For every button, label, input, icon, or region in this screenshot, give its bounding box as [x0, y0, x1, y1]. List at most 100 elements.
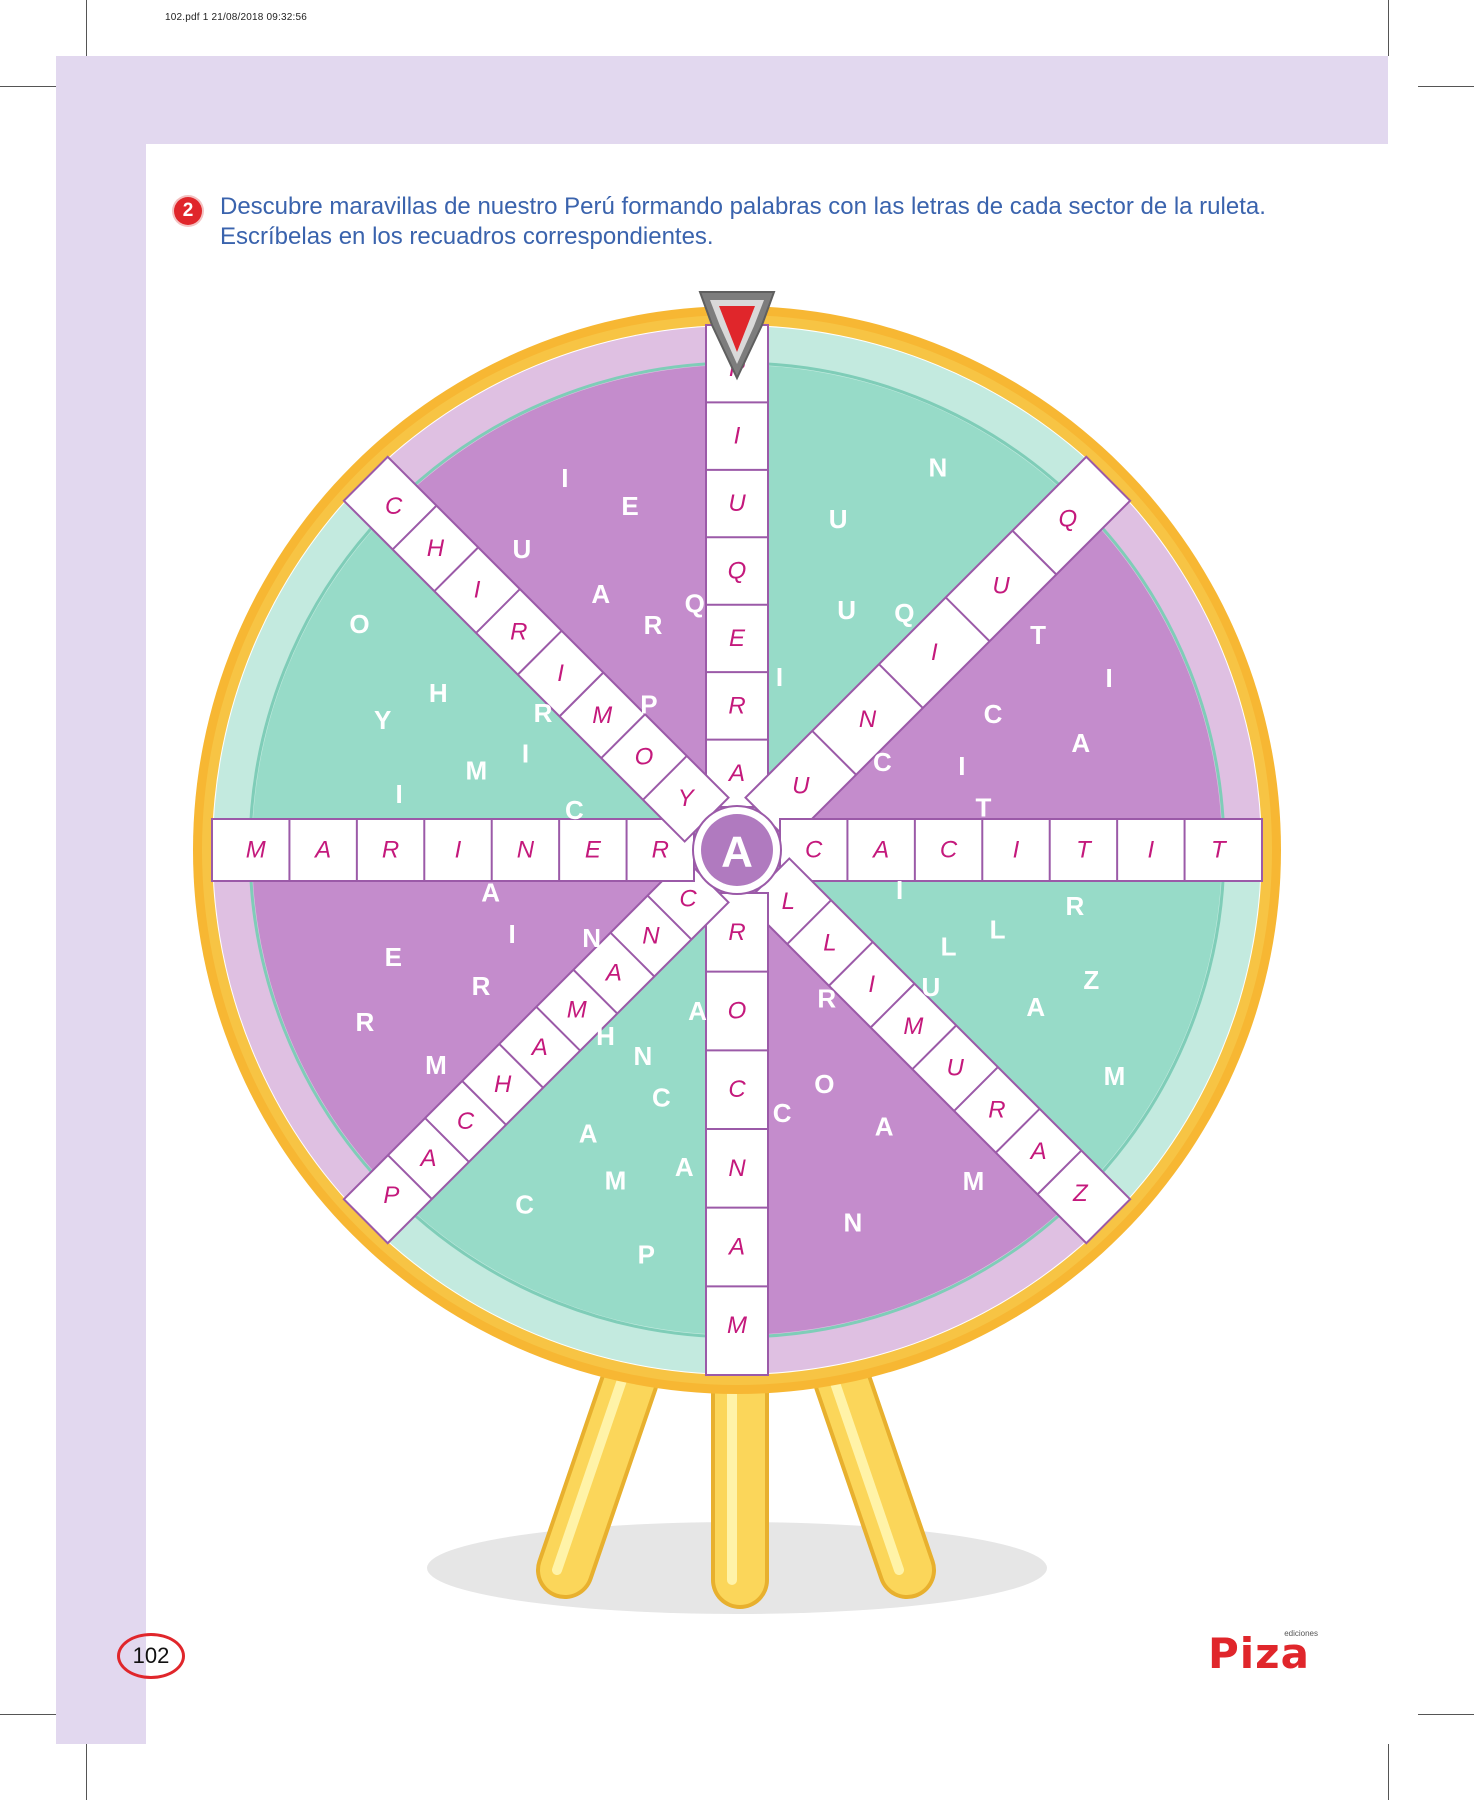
- spoke-divider: [811, 730, 857, 776]
- sector-letter: N: [929, 453, 948, 483]
- spoke-letter: P: [383, 1182, 399, 1209]
- sector-letter: O: [814, 1069, 834, 1099]
- spoke-divider: [1036, 1149, 1083, 1196]
- sector-letter: Q: [685, 589, 705, 619]
- spoke-letter: I: [1148, 837, 1155, 864]
- sector-letter: I: [896, 875, 903, 905]
- stand-leg-highlight: [829, 1375, 904, 1575]
- spoke-divider: [498, 1043, 544, 1089]
- spoke-letter: E: [729, 625, 746, 652]
- spoke-divider: [433, 546, 479, 592]
- spoke-letter: R: [510, 618, 527, 645]
- spoke-divider: [391, 504, 438, 551]
- spoke-letter: U: [946, 1055, 964, 1082]
- spoke-letter: H: [427, 535, 445, 562]
- spoke-divider: [517, 630, 563, 676]
- spokes: AREQUIPUNIUQCACITITLLIMURAZROCNAMCNAMAHC…: [211, 324, 1263, 1376]
- spoke-letter: A: [727, 760, 745, 787]
- spoke-letter: A: [871, 837, 889, 864]
- hub: [701, 814, 773, 886]
- spoke-letter: M: [903, 1013, 923, 1040]
- sector-letter: A: [675, 1152, 694, 1182]
- sector-letter: T: [975, 793, 991, 823]
- sector-letter: U: [829, 504, 848, 534]
- exercise-text: Descubre maravillas de nuestro Perú form…: [220, 193, 1266, 250]
- sector-letter: Y: [374, 705, 391, 735]
- sector-letter: A: [1026, 992, 1045, 1022]
- sector-letter: N: [634, 1041, 653, 1071]
- sector-letter: C: [873, 747, 892, 777]
- spoke-letter: U: [992, 572, 1010, 599]
- spoke-letter: I: [734, 423, 741, 450]
- sector-letter: C: [984, 699, 1003, 729]
- spoke-letter: C: [728, 1076, 746, 1103]
- wheel-stand: [536, 1351, 936, 1609]
- spoke-letter: C: [679, 885, 697, 912]
- pointer-arrow: [719, 306, 755, 352]
- spoke-divider: [646, 894, 693, 941]
- spoke-letter: T: [1076, 837, 1093, 864]
- spoke-letter: R: [988, 1096, 1005, 1123]
- spoke-letter: E: [585, 837, 602, 864]
- exercise-number: 2: [174, 197, 202, 225]
- sector-letter: A: [579, 1118, 598, 1148]
- spoke-letter: O: [635, 744, 654, 771]
- sector-letter: R: [1065, 891, 1084, 921]
- logo-subtitle: ediciones: [1284, 1629, 1318, 1638]
- spoke-divider: [609, 931, 656, 978]
- spoke-letter: I: [455, 837, 462, 864]
- spoke-letter: Y: [678, 785, 696, 812]
- print-header: 102.pdf 1 21/08/2018 09:32:56: [165, 12, 308, 23]
- spoke-letter: A: [1029, 1138, 1047, 1165]
- logo-wordmark: Piza: [1208, 1629, 1310, 1678]
- sector-letter: L: [941, 932, 957, 962]
- sector-letter: H: [429, 678, 448, 708]
- stand-leg-face: [540, 1355, 655, 1595]
- spoke-letter: A: [727, 1234, 745, 1261]
- sector-letter: N: [843, 1207, 862, 1237]
- spoke-divider: [869, 982, 916, 1029]
- sector-letter: I: [509, 919, 516, 949]
- stand-leg-face: [817, 1355, 932, 1595]
- spoke-divider: [424, 1117, 470, 1163]
- spoke-letter: N: [517, 837, 535, 864]
- sector-letter: C: [565, 795, 584, 825]
- page-number: 102: [117, 1633, 185, 1679]
- spoke-letter: C: [805, 837, 823, 864]
- spoke-divider: [475, 588, 521, 634]
- sector-letter: A: [591, 579, 610, 609]
- stand-leg-highlight: [552, 1375, 627, 1575]
- spoke-letter: M: [727, 1312, 747, 1339]
- sector-letter: M: [1104, 1061, 1126, 1091]
- spoke-divider: [461, 1080, 507, 1126]
- spoke-letter: A: [313, 837, 331, 864]
- sector-letter: R: [472, 971, 491, 1001]
- spoke-letter: Q: [728, 558, 747, 585]
- sector-letter: R: [355, 1007, 374, 1037]
- sector-letter: E: [621, 491, 638, 521]
- sector-letter: Q: [894, 598, 914, 628]
- publisher-logo: ediciones Piza: [1208, 1620, 1328, 1680]
- sector-letter: M: [425, 1050, 447, 1080]
- sector-letter: R: [534, 698, 553, 728]
- sector-letter: I: [1106, 663, 1113, 693]
- spoke-divider: [535, 1006, 581, 1052]
- spoke-letter: U: [728, 490, 746, 517]
- spoke-letter: C: [457, 1108, 475, 1135]
- crop-mark: [1388, 0, 1389, 56]
- spoke-letter: I: [557, 660, 564, 687]
- sector-letter: P: [640, 690, 657, 720]
- sector-letter: I: [561, 463, 568, 493]
- spoke-letter: H: [494, 1071, 512, 1098]
- sector-letter: U: [837, 595, 856, 625]
- spoke-letter: C: [385, 493, 403, 520]
- crop-mark: [86, 1744, 87, 1800]
- spoke-letter: C: [940, 837, 958, 864]
- spoke-letter: O: [728, 998, 747, 1025]
- spoke-divider: [642, 755, 688, 801]
